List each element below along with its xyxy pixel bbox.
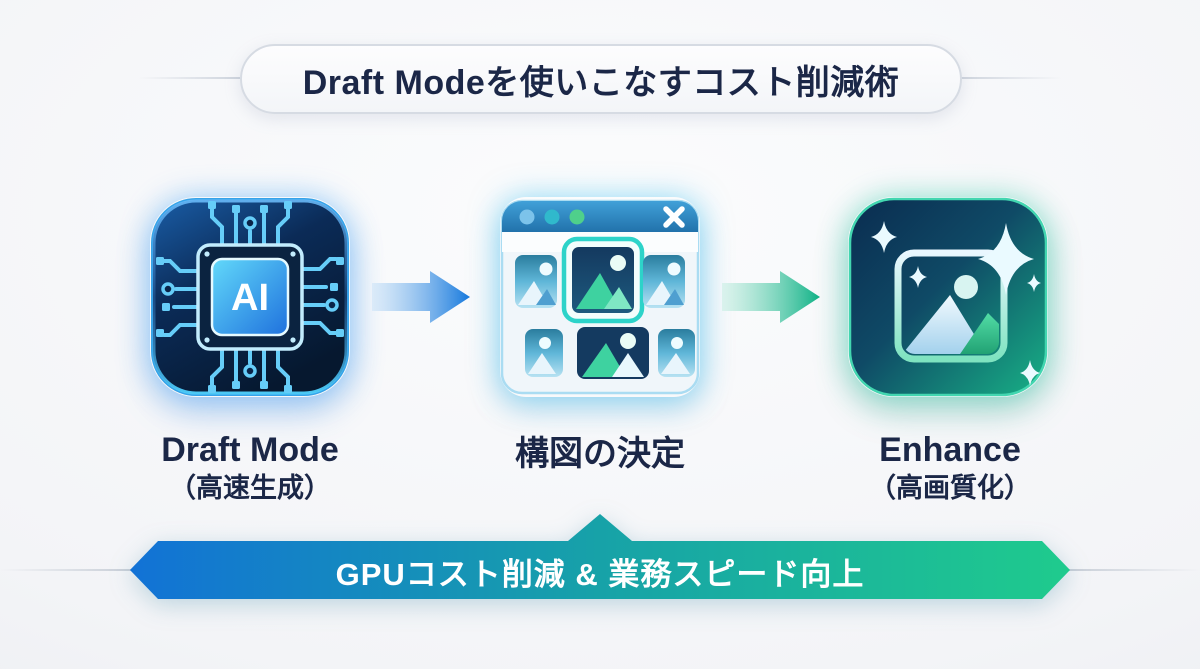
mountain-left: [903, 295, 988, 354]
banner-connector-line-right: [1068, 569, 1200, 571]
circuit-pads: [156, 201, 344, 393]
title-connector-line-right: [958, 77, 1062, 79]
chip-screws: [204, 251, 296, 343]
thumbnail-selected: [561, 236, 645, 324]
banner-ribbon: [130, 514, 1070, 599]
sun-icon: [954, 275, 978, 299]
title-connector-line-left: [138, 77, 240, 79]
banner-text: GPUコスト削減 & 業務スピード向上: [335, 556, 865, 592]
enhance-label-block: Enhance （高画質化）: [790, 430, 1110, 506]
title-pill: Draft Modeを使いこなすコスト削減術: [240, 44, 962, 114]
picture-frame: [894, 249, 1008, 363]
image-gallery-window-icon: [500, 199, 700, 395]
enhance-sublabel: （高画質化）: [869, 473, 1031, 503]
thumbnail-row2-center: [577, 327, 649, 379]
thumbnail-row2-left: [525, 329, 563, 377]
ai-chip-label: AI: [231, 277, 269, 319]
enhanced-image-sparkle-icon: [848, 197, 1048, 397]
composition-label-block: 構図の決定: [440, 434, 760, 474]
enhance-label: Enhance: [879, 431, 1021, 469]
enhance-icon-tile: [848, 197, 1048, 397]
circuit-traces: [162, 207, 338, 387]
page-title: Draft Modeを使いこなすコスト削減術: [302, 63, 900, 102]
composition-label: 構図の決定: [515, 435, 685, 473]
composition-icon-tile: [500, 197, 700, 397]
draft-mode-sublabel: （高速生成）: [169, 473, 331, 503]
arrow-right-blue-icon: [372, 271, 470, 323]
circuit-nodes: [161, 216, 339, 378]
draft-mode-label: Draft Mode: [161, 431, 339, 469]
draft-mode-label-block: Draft Mode （高速生成）: [90, 430, 410, 506]
draft-mode-icon-tile: AI: [150, 197, 350, 397]
ai-chip-icon: AI: [151, 198, 349, 396]
window-dots-icon: [519, 209, 585, 225]
banner-connector-line-left: [0, 569, 132, 571]
window-close-icon: [663, 206, 685, 228]
chip-core: [210, 257, 290, 337]
picture-content: [903, 275, 999, 354]
thumbnail-row2-right: [658, 329, 695, 377]
mountain-right: [958, 313, 999, 354]
thumbnail-left: [515, 255, 557, 308]
thumbnail-right: [643, 255, 685, 308]
arrow-right-teal-icon: [722, 271, 820, 323]
